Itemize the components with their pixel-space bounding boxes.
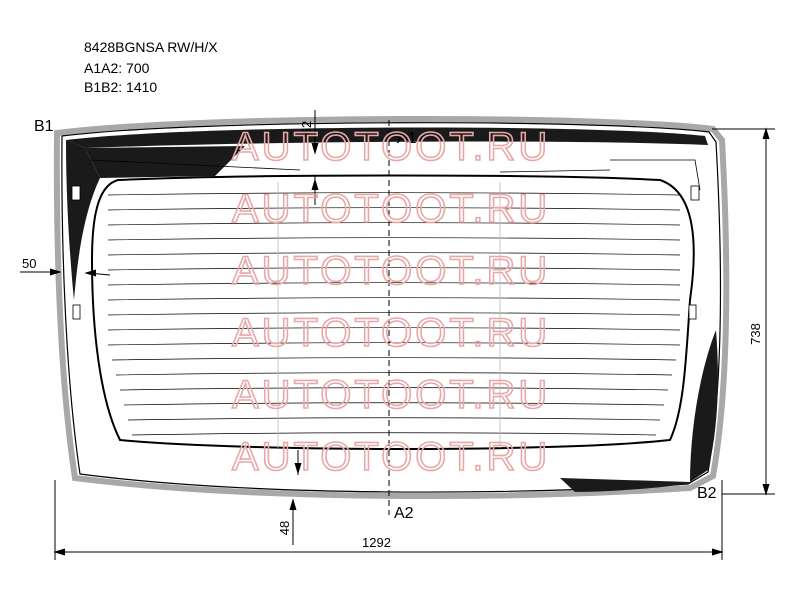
top-trim-line bbox=[89, 159, 701, 191]
heater-line bbox=[111, 357, 677, 361]
dim-label-width: 1292 bbox=[362, 535, 391, 550]
b1b2-dimension: B1B2: 1410 bbox=[84, 79, 158, 95]
heater-line bbox=[107, 252, 681, 256]
point-b2: B2 bbox=[697, 485, 717, 502]
dimension-width bbox=[53, 480, 724, 560]
glass-outline bbox=[61, 122, 722, 493]
heater-line bbox=[107, 237, 681, 241]
frit-top-left bbox=[85, 146, 245, 178]
frit-right bbox=[690, 330, 718, 482]
heater-line bbox=[107, 222, 681, 226]
frit-top bbox=[66, 127, 708, 148]
heater-line bbox=[119, 387, 669, 391]
watermark-text: AUTOTOOT.RU bbox=[232, 373, 550, 417]
dim-label-height: 738 bbox=[748, 323, 763, 345]
dimension-top bbox=[311, 110, 319, 205]
watermark-text: AUTOTOOT.RU bbox=[232, 125, 550, 169]
heater-line bbox=[123, 402, 665, 406]
heater-line bbox=[107, 342, 681, 346]
heater-line bbox=[115, 372, 673, 376]
dim-label-bottom: 48 bbox=[277, 521, 292, 535]
point-b1: B1 bbox=[34, 118, 54, 135]
heater-line bbox=[107, 207, 681, 211]
heater-lines bbox=[107, 192, 681, 436]
dimension-bottom bbox=[289, 450, 302, 545]
heater-line bbox=[107, 327, 681, 331]
dim-label-side: 50 bbox=[22, 256, 36, 271]
connector-left-top bbox=[71, 185, 81, 201]
watermark-text: AUTOTOOT.RU bbox=[232, 187, 550, 231]
frit-bottom-right bbox=[560, 478, 690, 492]
connector-right-mid bbox=[688, 304, 697, 320]
dim-label-top: 62 bbox=[299, 121, 314, 135]
heater-line bbox=[107, 312, 681, 316]
heater-line bbox=[131, 432, 657, 436]
connector-right-top bbox=[690, 185, 700, 201]
watermark-text: AUTOTOOT.RU bbox=[232, 435, 550, 479]
watermark-text: AUTOTOOT.RU bbox=[232, 249, 550, 293]
heater-line bbox=[107, 267, 681, 271]
watermark: AUTOTOOT.RU AUTOTOOT.RU AUTOTOOT.RU AUTOTOO… bbox=[231, 124, 550, 480]
heater-line bbox=[107, 282, 681, 286]
heater-line bbox=[127, 417, 661, 421]
part-code: 8428BGNSA RW/H/X bbox=[84, 39, 218, 55]
a1a2-dimension: A1A2: 700 bbox=[84, 60, 150, 76]
heater-line bbox=[107, 192, 681, 196]
dimension-height bbox=[712, 127, 775, 496]
point-a2: A2 bbox=[394, 505, 414, 522]
connector-left-mid bbox=[72, 304, 81, 320]
heated-area-outline bbox=[90, 174, 695, 450]
point-a1: A1 bbox=[397, 130, 417, 147]
dimension-side bbox=[20, 268, 111, 277]
watermark-text: AUTOTOOT.RU bbox=[232, 311, 550, 355]
frit-left bbox=[66, 140, 100, 300]
heater-line bbox=[107, 297, 681, 301]
